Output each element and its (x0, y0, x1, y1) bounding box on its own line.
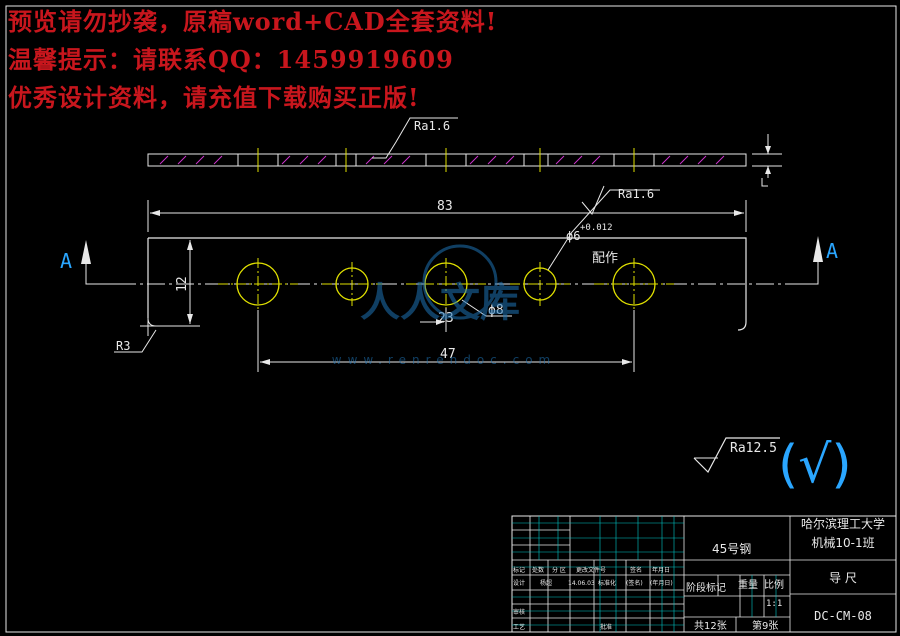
section-label-left: A (60, 249, 72, 273)
warning-notice-line-1: 预览请勿抄袭，原稿word+CAD全套资料! (8, 7, 498, 36)
roughness-general-label: Ra12.5 (730, 441, 777, 456)
designer-name: 杨超 (540, 579, 552, 587)
warning-notice-line-3: 优秀设计资料，请充值下载购买正版! (8, 83, 420, 112)
hole-2 (322, 262, 382, 306)
match-drill-note: 配作 (592, 251, 618, 266)
section-marker-left: A (60, 240, 128, 285)
warning-notice-line-2: 温馨提示：请联系QQ：1459919609 (8, 45, 454, 74)
hole-4 (510, 262, 570, 306)
dim-pin-diameter-text: ϕ6 (566, 229, 580, 243)
watermark-url: www.renrendoc.com (332, 353, 556, 367)
header-change-doc: 更改文件号 (576, 566, 606, 574)
top-view (147, 134, 782, 187)
school-text: 哈尔滨理工大学 (801, 516, 885, 531)
holes (218, 258, 674, 310)
scale-label: 比例 (764, 578, 784, 591)
section-label-right: A (826, 239, 838, 263)
drawing-number-text: DC-CM-08 (814, 609, 872, 623)
radius-label: R3 (116, 339, 130, 353)
dimension-hole-pitch: 23 ϕ8 (420, 299, 512, 332)
general-roughness: Ra12.5 (√) (693, 435, 852, 495)
dim-overall-length-text: 83 (437, 199, 453, 214)
roughness-top-label: Ra1.6 (414, 119, 450, 133)
drawing-frame (5, 5, 897, 633)
header-date: 年月日 (652, 566, 670, 574)
standard-sign: (签名) (626, 579, 643, 587)
pin-hole-callout: Ra1.6 ϕ6 +0.012 配作 (547, 185, 660, 271)
scale-value: 1:1 (766, 599, 782, 609)
row-standard-label: 标准化 (598, 579, 616, 587)
radius-callout: R3 (114, 312, 166, 353)
sheets-total-text: 共12张 (694, 620, 727, 632)
dim-height-text: 12 (175, 276, 190, 292)
row-process-label: 工艺 (513, 623, 525, 631)
hole-5 (594, 258, 674, 310)
part-name-text: 导 尺 (829, 571, 857, 585)
class-text: 机械10-1班 (811, 535, 874, 550)
dimension-height: 12 (160, 237, 200, 327)
row-review-label: 审核 (513, 608, 525, 616)
watermark-logo-text: 人人文库 (360, 280, 520, 326)
header-count: 处数 (532, 566, 544, 574)
weight-label: 重量 (738, 578, 758, 591)
title-block: 45号钢 哈尔滨理工大学 机械10-1班 导 尺 DC-CM-08 阶段标记 重… (511, 515, 897, 633)
roughness-hole-label: Ra1.6 (618, 187, 654, 201)
material-text: 45号钢 (712, 542, 751, 556)
row-approve-label: 批准 (600, 623, 612, 631)
watermark: 人人文库 www.renrendoc.com (332, 244, 556, 367)
header-mark: 标记 (513, 566, 525, 574)
dimension-overall-length: 83 (147, 199, 747, 232)
standard-date: (年月日) (650, 579, 673, 587)
tolerance-text: +0.012 (580, 223, 613, 233)
hole-1 (218, 258, 298, 310)
stage-mark-label: 阶段标记 (686, 581, 726, 594)
dim-hole-span-text: 47 (440, 347, 456, 362)
design-date: 14.06.03 (568, 580, 595, 587)
row-design-label: 设计 (513, 579, 525, 587)
dimension-hole-span: 47 (257, 310, 635, 372)
header-zone: 分 区 (552, 566, 566, 574)
section-marker-right: A (786, 236, 838, 285)
header-sign: 签名 (630, 566, 642, 574)
sheet-number-text: 第9张 (752, 619, 778, 632)
roughness-symbol-top: Ra1.6 (372, 117, 458, 159)
dim-hole-diameter-text: ϕ8 (488, 303, 504, 318)
roughness-general-mark: (√) (778, 435, 852, 495)
